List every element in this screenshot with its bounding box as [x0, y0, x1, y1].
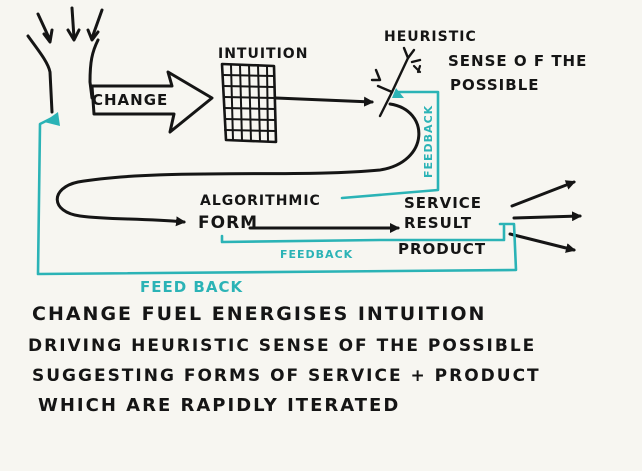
caption-line-4: WHICH ARE RAPIDLY ITERATED: [38, 395, 401, 416]
caption-line-1: CHANGE FUEL ENERGISES INTUITION: [32, 303, 487, 325]
feedback-arrowhead-right: [392, 88, 404, 98]
change-arrow: [90, 70, 214, 134]
feedback-loops: [36, 88, 518, 276]
form-label: FORM: [198, 213, 258, 233]
sense-of-the-label: SENSE O F THE: [448, 52, 587, 70]
intuition-label: INTUITION: [218, 46, 308, 62]
feedback-loop-right: [340, 90, 440, 200]
change-label: CHANGE: [92, 91, 168, 109]
result-label: RESULT: [404, 214, 472, 232]
caption-line-3: SUGGESTING FORMS OF SERVICE + PRODUCT: [32, 366, 541, 386]
feedback-loop-outer: [36, 116, 518, 276]
incoming-arrows: [36, 6, 104, 44]
feedback-label-bottom: FEED BACK: [140, 278, 243, 296]
intuition-to-heuristic-arrow: [274, 96, 374, 107]
caption-line-2: DRIVING HEURISTIC SENSE OF THE POSSIBLE: [28, 336, 537, 356]
intuition-grid: [220, 62, 278, 144]
service-label: SERVICE: [404, 194, 482, 212]
possible-label: POSSIBLE: [450, 76, 540, 94]
feedback-arrowhead-outer: [44, 112, 60, 126]
feedback-label-right: FEEDBACK: [422, 105, 435, 178]
heuristic-label: HEURISTIC: [384, 29, 477, 45]
product-label: PRODUCT: [398, 240, 486, 258]
heuristic-figure: [370, 46, 422, 118]
feedback-label-middle: FEEDBACK: [280, 248, 353, 261]
change-funnel: [26, 34, 100, 114]
feedback-loop-middle: [220, 224, 506, 244]
loop-heuristic-to-form: [55, 102, 421, 227]
algorithmic-label: ALGORITHMIC: [200, 193, 321, 209]
output-arrows: [508, 180, 582, 253]
